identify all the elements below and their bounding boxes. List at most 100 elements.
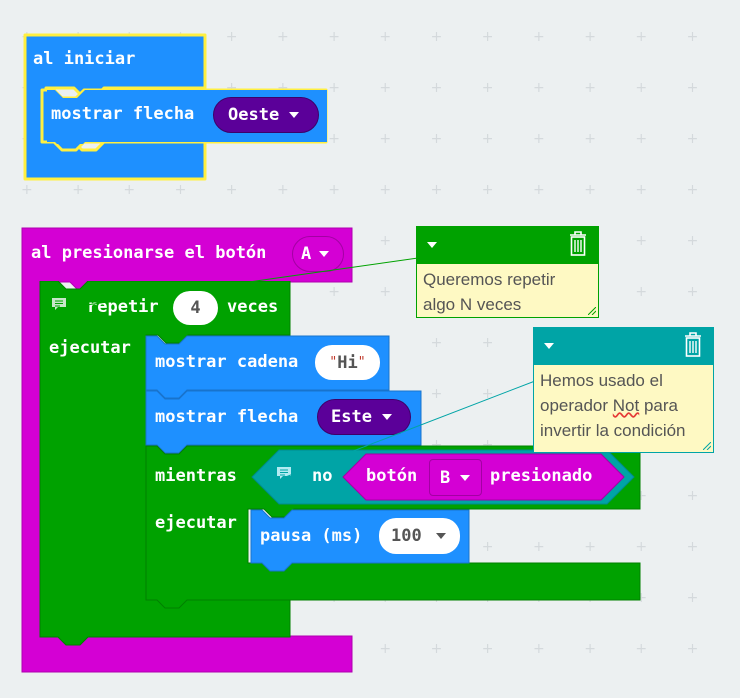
grid-plus-mark: +: [686, 641, 699, 657]
grid-plus-mark: +: [430, 386, 443, 402]
comment-header[interactable]: [534, 328, 713, 365]
while-label: mientras: [155, 466, 237, 486]
grid-plus-mark: +: [686, 80, 699, 96]
caret-down-icon: [460, 474, 471, 481]
show-arrow-label: mostrar flecha: [51, 104, 195, 124]
grid-plus-mark: +: [277, 80, 289, 96]
grid-plus-mark: +: [430, 131, 443, 147]
string-input[interactable]: "Hi": [315, 345, 380, 380]
show-arrow-east-label: mostrar flecha: [155, 407, 299, 427]
grid-plus-mark: +: [379, 80, 392, 96]
grid-plus-mark: +: [328, 80, 340, 96]
resize-handle-icon[interactable]: [703, 442, 711, 450]
grid-plus-mark: +: [481, 437, 494, 453]
grid-plus-mark: +: [430, 80, 443, 96]
grid-plus-mark: +: [635, 641, 648, 657]
grid-plus-mark: +: [533, 539, 545, 555]
comment-icon[interactable]: [51, 297, 67, 311]
caret-down-icon: [289, 112, 300, 118]
grid-plus-mark: +: [686, 590, 699, 606]
pause-value: 100: [391, 526, 422, 546]
misspelled-word: Not: [612, 396, 640, 415]
grid-plus-mark: +: [225, 29, 238, 45]
grid-plus-mark: +: [225, 80, 238, 96]
repeat-comment-connector: [57, 257, 419, 310]
grid-plus-mark: +: [430, 641, 443, 657]
caret-down-icon: [436, 533, 446, 539]
while-do-label: ejecutar: [155, 513, 237, 533]
direction-dropdown-west[interactable]: Oeste: [213, 97, 319, 133]
grid-plus-mark: +: [635, 284, 648, 300]
grid-plus-mark: +: [635, 488, 648, 504]
grid-plus-mark: +: [379, 284, 392, 300]
button-pressed-shape: [342, 453, 625, 501]
caret-down-icon: [381, 414, 392, 420]
repeat-count-input[interactable]: 4: [173, 291, 218, 325]
button-pressed-label: botón: [366, 466, 418, 486]
grid-plus-mark: +: [277, 182, 289, 198]
not-comment-bubble[interactable]: Hemos usado el operador Not para inverti…: [533, 327, 714, 453]
direction-value: Este: [331, 407, 372, 427]
grid-plus-mark: +: [225, 182, 238, 198]
grid-plus-mark: +: [686, 29, 699, 45]
grid-plus-mark: +: [430, 437, 443, 453]
grid-plus-mark: +: [72, 182, 84, 198]
grid-plus-mark: +: [481, 29, 494, 45]
grid-plus-mark: +: [686, 182, 699, 198]
grid-plus-mark: +: [430, 29, 443, 45]
not-comment-connector: [282, 380, 536, 479]
grid-plus-mark: +: [481, 386, 494, 402]
repeat-comment-bubble[interactable]: Queremos repetir algo N veces: [416, 226, 599, 318]
grid-plus-mark: +: [430, 335, 443, 351]
grid-plus-mark: +: [21, 182, 33, 198]
grid-plus-mark: +: [379, 29, 392, 45]
comment-header[interactable]: [417, 227, 598, 264]
grid-plus-mark: +: [379, 182, 392, 198]
grid-plus-mark: +: [635, 233, 648, 249]
grid-plus-mark: +: [533, 29, 545, 45]
grid-plus-mark: +: [584, 131, 596, 147]
caret-down-icon: [319, 251, 330, 257]
grid-plus-mark: +: [533, 80, 545, 96]
pause-duration-dropdown[interactable]: 100: [379, 518, 460, 554]
grid-plus-mark: +: [635, 590, 648, 606]
button-pressed-suffix: presionado: [490, 466, 593, 486]
grid-plus-mark: +: [635, 539, 648, 555]
grid-plus-mark: +: [481, 131, 494, 147]
repeat-shape: [39, 281, 291, 646]
show-string-label: mostrar cadena: [155, 352, 299, 372]
trash-icon[interactable]: [683, 332, 703, 358]
grid-plus-mark: +: [686, 131, 699, 147]
grid-plus-mark: +: [635, 131, 648, 147]
grid-plus-mark: +: [635, 182, 648, 198]
string-value: Hi: [337, 352, 358, 373]
comment-text[interactable]: Hemos usado el operador Not para inverti…: [534, 365, 713, 452]
comment-text-part: para invertir la condición: [540, 396, 686, 440]
caret-down-icon[interactable]: [544, 343, 554, 349]
grid-plus-mark: +: [328, 29, 340, 45]
grid-plus-mark: +: [379, 233, 392, 249]
open-quote: ": [329, 355, 338, 370]
pause-label: pausa (ms): [260, 526, 363, 546]
caret-down-icon[interactable]: [427, 242, 437, 248]
grid-plus-mark: +: [328, 284, 340, 300]
button-dropdown-a[interactable]: A: [292, 236, 344, 272]
direction-dropdown-east[interactable]: Este: [317, 399, 411, 435]
grid-plus-mark: +: [174, 182, 187, 198]
comment-text[interactable]: Queremos repetir algo N veces: [417, 264, 598, 317]
resize-handle-icon[interactable]: [588, 307, 596, 315]
grid-plus-mark: +: [584, 182, 596, 198]
grid-plus-mark: +: [686, 539, 699, 555]
button-dropdown-b[interactable]: B: [429, 459, 482, 496]
grid-plus-mark: +: [533, 641, 545, 657]
grid-plus-mark: +: [430, 182, 443, 198]
direction-value: Oeste: [228, 105, 280, 125]
grid-plus-mark: +: [328, 131, 340, 147]
grid-plus-mark: +: [686, 233, 699, 249]
grid-plus-mark: +: [686, 284, 699, 300]
grid-plus-mark: +: [533, 182, 545, 198]
grid-plus-mark: +: [584, 29, 596, 45]
grid-plus-mark: +: [328, 182, 340, 198]
trash-icon[interactable]: [568, 231, 588, 257]
